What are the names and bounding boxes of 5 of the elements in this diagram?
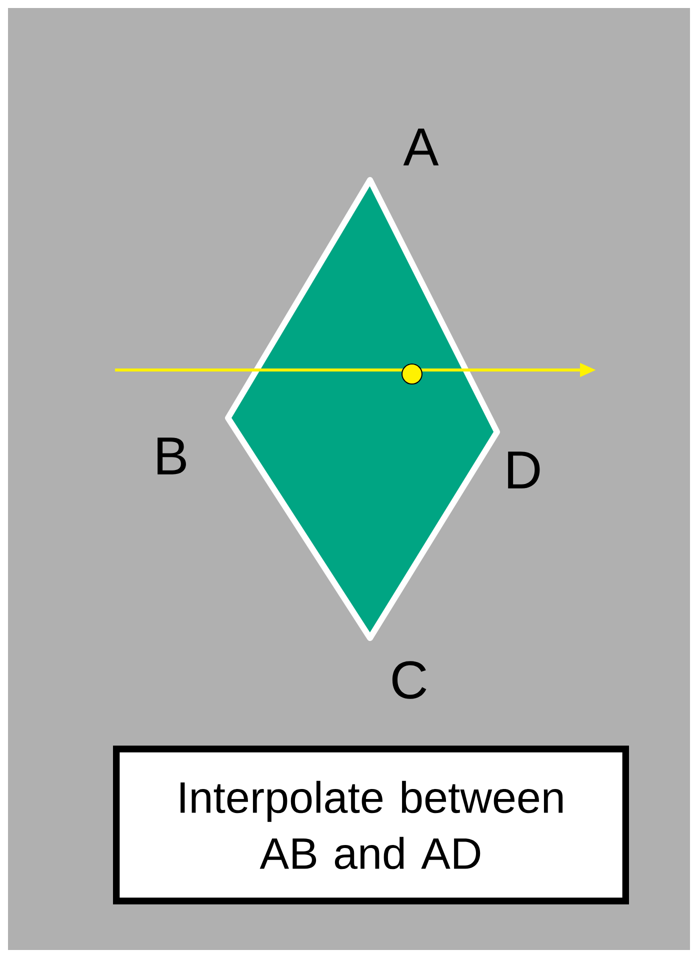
text-box: Interpolate between AB and AD (113, 746, 629, 904)
vertex-label: C (392, 661, 426, 699)
vertex-label: D (508, 452, 540, 488)
vertex-label: A (403, 128, 439, 166)
vertex-label: B (158, 438, 186, 474)
